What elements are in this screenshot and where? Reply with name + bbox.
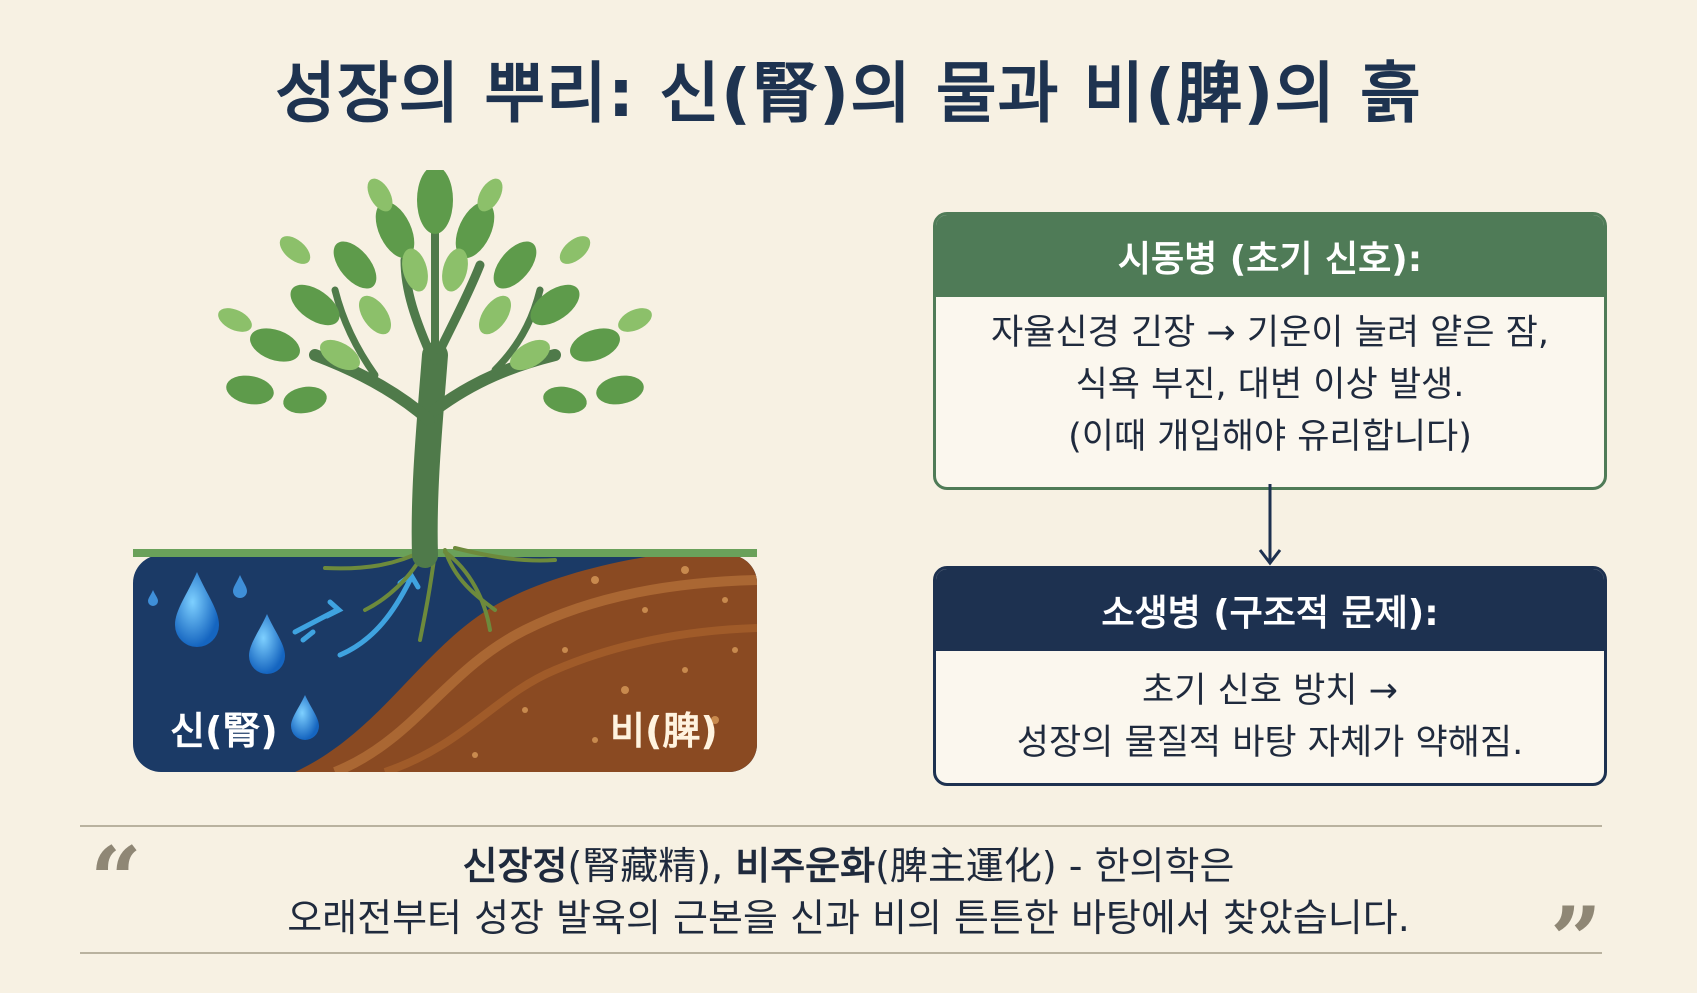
divider <box>80 952 1602 954</box>
divider <box>80 825 1602 827</box>
quote-line-1: 신장정(腎藏精), 비주운화(脾主運化) - 한의학은 <box>160 840 1537 892</box>
quote-term: 신장정 <box>462 844 568 888</box>
early-stage-line: 자율신경 긴장 → 기운이 눌려 얕은 잠, <box>990 313 1549 353</box>
close-quote-icon: ” <box>1550 887 1602 993</box>
tree-root-illustration <box>133 170 757 772</box>
late-stage-body: 초기 신호 방치 → 성장의 물질적 바탕 자체가 약해짐. <box>936 651 1604 769</box>
early-stage-box: 시동병 (초기 신호): 자율신경 긴장 → 기운이 눌려 얕은 잠, 식욕 부… <box>933 212 1607 490</box>
early-stage-line: 식욕 부진, 대변 이상 발생. <box>1075 365 1465 405</box>
early-stage-line: (이때 개입해야 유리합니다) <box>1068 417 1472 457</box>
spleen-label: 비(脾) <box>610 709 718 753</box>
soil-region <box>295 555 757 772</box>
late-stage-line: 초기 신호 방치 → <box>1142 671 1398 711</box>
down-arrow-icon <box>1258 484 1282 566</box>
open-quote-icon: “ <box>90 827 142 933</box>
water-drop-icons <box>148 572 319 740</box>
tree-leaves <box>218 170 652 414</box>
early-stage-heading: 시동병 (초기 신호): <box>936 215 1604 297</box>
quote-line-2: 오래전부터 성장 발육의 근본을 신과 비의 튼튼한 바탕에서 찾았습니다. <box>287 896 1410 940</box>
quote-term-hanja: (腎藏精), <box>567 844 736 888</box>
quote-term-hanja: (脾主運化) - 한의학은 <box>875 844 1235 888</box>
late-stage-line: 성장의 물질적 바탕 자체가 약해짐. <box>1016 723 1524 763</box>
page-title: 성장의 뿌리: 신(腎)의 물과 비(脾)의 흙 <box>275 55 1422 132</box>
early-stage-body: 자율신경 긴장 → 기운이 눌려 얕은 잠, 식욕 부진, 대변 이상 발생. … <box>936 297 1604 463</box>
late-stage-box: 소생병 (구조적 문제): 초기 신호 방치 → 성장의 물질적 바탕 자체가 … <box>933 566 1607 786</box>
late-stage-heading: 소생병 (구조적 문제): <box>936 569 1604 651</box>
kidney-label: 신(腎) <box>170 709 278 753</box>
quote-term: 비주운화 <box>735 844 876 888</box>
quote-text: 신장정(腎藏精), 비주운화(脾主運化) - 한의학은 오래전부터 성장 발육의… <box>160 840 1537 944</box>
